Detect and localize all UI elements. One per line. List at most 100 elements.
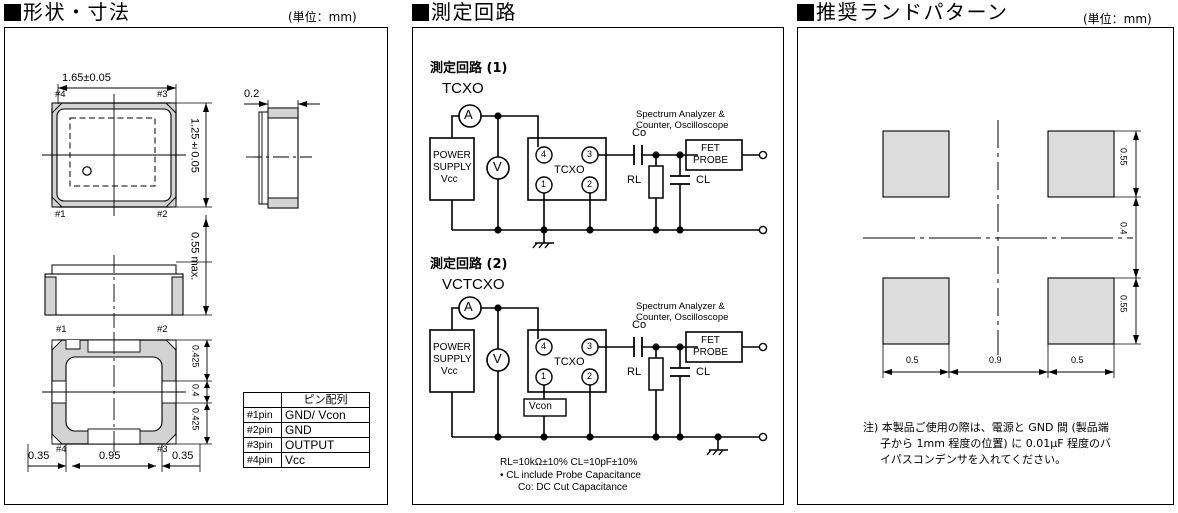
table-row: #3pin OUTPUT <box>243 437 370 453</box>
circuit1-voltmeter-label: V <box>493 159 502 174</box>
front-height-dim: 0.55 max. <box>188 232 201 281</box>
circuit-note-2: • CL include Probe Capacitance <box>500 470 641 481</box>
circuit2-rl-label: RL <box>627 366 642 378</box>
bullet-square-icon <box>797 3 814 21</box>
circuit2-supply-line-2: SUPPLY <box>433 354 472 365</box>
dimensions-drawing <box>27 84 320 472</box>
circuit2-vcon-label: Vcon <box>529 401 552 412</box>
land-drawing <box>863 120 1141 378</box>
pin-1-key: #1pin <box>243 407 282 423</box>
land-dim-h-left: 0.5 <box>906 355 919 365</box>
circuit2-ammeter-label: A <box>464 299 473 314</box>
circuit-note-3: Co: DC Cut Capacitance <box>518 482 628 493</box>
pin-3-key: #3pin <box>243 437 282 453</box>
circuit1-co-label: Co <box>632 127 647 139</box>
top-view-pin-1: #1 <box>55 209 66 220</box>
table-row: #2pin GND <box>243 422 370 438</box>
circuit2-supply-line-1: POWER <box>433 342 471 353</box>
circuit1-caption: 測定回路 (1) <box>430 61 508 76</box>
land-header: 推奨ランドパターン <box>797 2 1009 22</box>
circuit2-pin-1: 1 <box>541 371 547 381</box>
pin-2-key: #2pin <box>243 422 282 438</box>
circuit1-subcaption: TCXO <box>442 80 484 97</box>
land-frame <box>797 27 1174 505</box>
bottom-view-pin-3: #3 <box>157 444 168 455</box>
pin-assignment-table: ピン配列 #1pin GND/ Vcon #2pin GND #3pin OUT… <box>243 392 370 468</box>
circuit2-subcaption: VCTCXO <box>442 276 505 293</box>
top-height-dim: 1.25±0.05 <box>188 118 201 173</box>
top-view-pin-2: #2 <box>157 209 168 220</box>
bottom-view-pin-4: #4 <box>56 444 67 455</box>
circuit1-supply-line-2: SUPPLY <box>433 162 472 173</box>
panel-circuit: 測定回路 測定回路 (1) TCXO <box>408 0 788 513</box>
land-note-line-3: イパスコンデンサを入れてください。 <box>880 452 1067 466</box>
table-row: ピン配列 <box>243 392 370 408</box>
circuit1-dut-label: TCXO <box>554 164 585 176</box>
pin-3-func: OUTPUT <box>281 437 370 453</box>
table-row: #1pin GND/ Vcon <box>243 407 370 423</box>
pin-2-func: GND <box>281 422 370 438</box>
circuit2-instrument-line-2: Counter, Oscilloscope <box>636 312 729 323</box>
land-dim-v-mid: 0.4 <box>1118 222 1129 235</box>
circuit2-pin-4: 4 <box>541 341 547 351</box>
circuit1-pin-2: 2 <box>587 179 593 189</box>
circuit1-ammeter-label: A <box>464 107 473 122</box>
circuit2-supply-line-3: Vcc <box>441 366 458 377</box>
circuit2-drawing <box>429 296 768 456</box>
bottom-dim-v-mid: 0.4 <box>190 384 201 397</box>
side-thickness-dim: 0.2 <box>244 88 260 100</box>
circuit1-drawing <box>429 104 768 249</box>
circuit2-co-label: Co <box>632 319 647 331</box>
land-note-line-2: 子から 1mm 程度の位置) に 0.01μF 程度のバ <box>880 436 1112 450</box>
bottom-dim-h-center: 0.95 <box>99 450 121 462</box>
circuit2-probe-line-1: FET <box>701 335 720 346</box>
circuit2-pin-3: 3 <box>587 341 593 351</box>
circuit1-instrument-line-1: Spectrum Analyzer & <box>636 109 725 120</box>
land-dim-h-center: 0.9 <box>989 355 1002 365</box>
top-width-dim: 1.65±0.05 <box>62 72 111 84</box>
circuit2-cl-label: CL <box>696 366 711 378</box>
pin-1-func: GND/ Vcon <box>281 407 370 423</box>
pin-4-func: Vcc <box>281 452 370 468</box>
panel-dimensions: 形状・寸法 (単位：mm) <box>0 0 392 513</box>
circuit2-probe-line-2: PROBE <box>693 347 729 358</box>
land-dim-v-bot: 0.55 <box>1118 295 1129 313</box>
dimensions-title: 形状・寸法 <box>23 0 131 24</box>
pin-4-key: #4pin <box>243 452 282 468</box>
land-note: 注) 本製品ご使用の際は、電源と GND 間 (製品端 子から 1mm 程度の位… <box>863 420 1163 468</box>
table-row: #4pin Vcc <box>243 452 370 468</box>
circuit1-probe-line-2: PROBE <box>693 155 729 166</box>
circuit2-dut-label: TCXO <box>554 356 585 368</box>
land-note-line-1: 注) 本製品ご使用の際は、電源と GND 間 (製品端 <box>863 421 1109 434</box>
circuit1-pin-4: 4 <box>541 149 547 159</box>
dimensions-header: 形状・寸法 <box>4 2 131 22</box>
circuit1-supply-line-3: Vcc <box>441 174 458 185</box>
top-view-pin-3: #3 <box>157 89 168 100</box>
circuit-note-1: RL=10kΩ±10% CL=10pF±10% <box>500 457 638 468</box>
land-dim-v-top: 0.55 <box>1118 148 1129 166</box>
bullet-square-icon <box>4 3 21 21</box>
circuit1-probe-line-1: FET <box>701 143 720 154</box>
circuit2-instrument-line-1: Spectrum Analyzer & <box>636 301 725 312</box>
circuit2-pin-2: 2 <box>587 371 593 381</box>
bullet-square-icon <box>412 3 429 21</box>
bottom-view-pin-2: #2 <box>157 324 168 335</box>
circuit1-cl-label: CL <box>696 174 711 186</box>
pin-table-header-label: ピン配列 <box>281 392 370 408</box>
land-dim-h-right: 0.5 <box>1071 355 1084 365</box>
circuit1-supply-line-1: POWER <box>433 150 471 161</box>
circuit-header: 測定回路 <box>412 2 517 22</box>
circuit1-rl-label: RL <box>627 174 642 186</box>
dimensions-unit-label: (単位：mm) <box>288 10 357 24</box>
pin-table-blank-header <box>243 392 282 408</box>
circuit2-caption: 測定回路 (2) <box>430 257 508 272</box>
bottom-dim-v-bot: 0.425 <box>190 408 201 431</box>
bottom-dim-h-right: 0.35 <box>172 450 194 462</box>
circuit2-voltmeter-label: V <box>493 351 502 366</box>
circuit1-pin-1: 1 <box>541 179 547 189</box>
circuit1-pin-3: 3 <box>587 149 593 159</box>
circuit1-instrument-line-2: Counter, Oscilloscope <box>636 120 729 131</box>
panel-land-pattern: 推奨ランドパターン (単位：mm) <box>793 0 1178 513</box>
circuit-title: 測定回路 <box>431 0 517 24</box>
